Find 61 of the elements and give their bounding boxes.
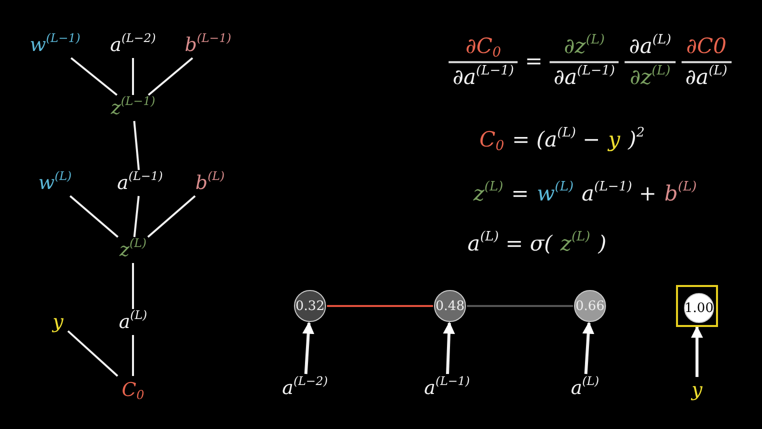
- activation-symbol: a$^{(L−1)}$: [117, 174, 163, 192]
- connector-line: [132, 58, 134, 95]
- connector-line: [327, 305, 433, 307]
- equation-term: a$^{(L−1)}$ +: [582, 182, 656, 206]
- weighted-sum-symbol: z$^{(L−1)}$: [110, 98, 156, 118]
- target-circle: [684, 293, 714, 323]
- activation-label: a$^{(L−1)}$: [424, 378, 470, 398]
- equation-term: ∂C0: [686, 35, 726, 58]
- connector-line: [147, 195, 196, 238]
- activation-label: a$^{(L−2)}$: [282, 378, 328, 398]
- equation-term: ∂a$^{(L−1)}$: [554, 66, 615, 89]
- equation-term: b$^{(L)}$: [664, 182, 697, 206]
- equation-term: w$^{(L)}$: [536, 182, 574, 206]
- neuron-circle: [574, 290, 606, 322]
- target-box: [676, 285, 718, 327]
- connector-line: [70, 57, 118, 96]
- value-text: 1.00: [684, 302, 714, 314]
- equation-term: C$_{0}$: [479, 128, 504, 152]
- value-text: 0.32: [296, 300, 324, 312]
- equation-term: ∂a$^{(L)}$: [685, 66, 728, 89]
- equation-term: z$^{(L)}$: [560, 232, 590, 256]
- equation-term: ∂a$^{(L−1)}$: [452, 66, 514, 89]
- equation-term: =: [511, 182, 529, 206]
- neuron-circle: [434, 290, 466, 322]
- connector-line: [133, 196, 140, 238]
- target-label: y: [692, 380, 702, 400]
- neuron-circle: [294, 290, 326, 322]
- equation-term: )$^{2}$: [628, 128, 645, 152]
- equation-term: =: [525, 50, 543, 74]
- equation-term: ∂C$_{0}$: [465, 35, 502, 58]
- arrow: [691, 326, 703, 377]
- connector-line: [132, 263, 134, 309]
- connector-line: [69, 195, 119, 238]
- bias-symbol: b$^{(L−1)}$: [184, 36, 232, 54]
- connector-line: [67, 330, 118, 377]
- equation-term: a$^{(L)}$ = σ(: [468, 232, 552, 256]
- equation-term: = (a$^{(L)}$ −: [512, 128, 600, 152]
- value-text: 0.48: [436, 300, 464, 312]
- equation-term: z$^{(L)}$: [473, 182, 504, 206]
- activation-symbol: a$^{(L−2)}$: [110, 36, 156, 54]
- equation-term: y: [608, 128, 620, 152]
- activation-label: a$^{(L)}$: [570, 378, 600, 398]
- connector-line: [467, 305, 573, 307]
- arrow: [443, 322, 455, 374]
- equation-term: ∂z$^{(L)}$: [630, 66, 670, 89]
- activation-symbol: a$^{(L)}$: [118, 312, 148, 332]
- weighted-sum-symbol: z$^{(L)}$: [119, 240, 146, 260]
- weight-symbol: w$^{(L)}$: [38, 174, 72, 192]
- connector-line: [148, 57, 194, 96]
- weight-symbol: w$^{(L−1)}$: [30, 36, 80, 54]
- cost-symbol: C$_{0}$: [122, 380, 144, 400]
- connector-line: [133, 120, 140, 170]
- arrow: [582, 322, 594, 374]
- equation-term: ∂z$^{(L)}$: [564, 35, 605, 58]
- connector-line: [132, 335, 134, 376]
- target-symbol: y: [52, 312, 64, 332]
- arrow: [302, 322, 314, 374]
- equation-term: ): [598, 232, 606, 256]
- value-text: 0.66: [576, 300, 604, 312]
- equation-term: ∂a$^{(L)}$: [629, 35, 672, 58]
- bias-symbol: b$^{(L)}$: [195, 174, 225, 192]
